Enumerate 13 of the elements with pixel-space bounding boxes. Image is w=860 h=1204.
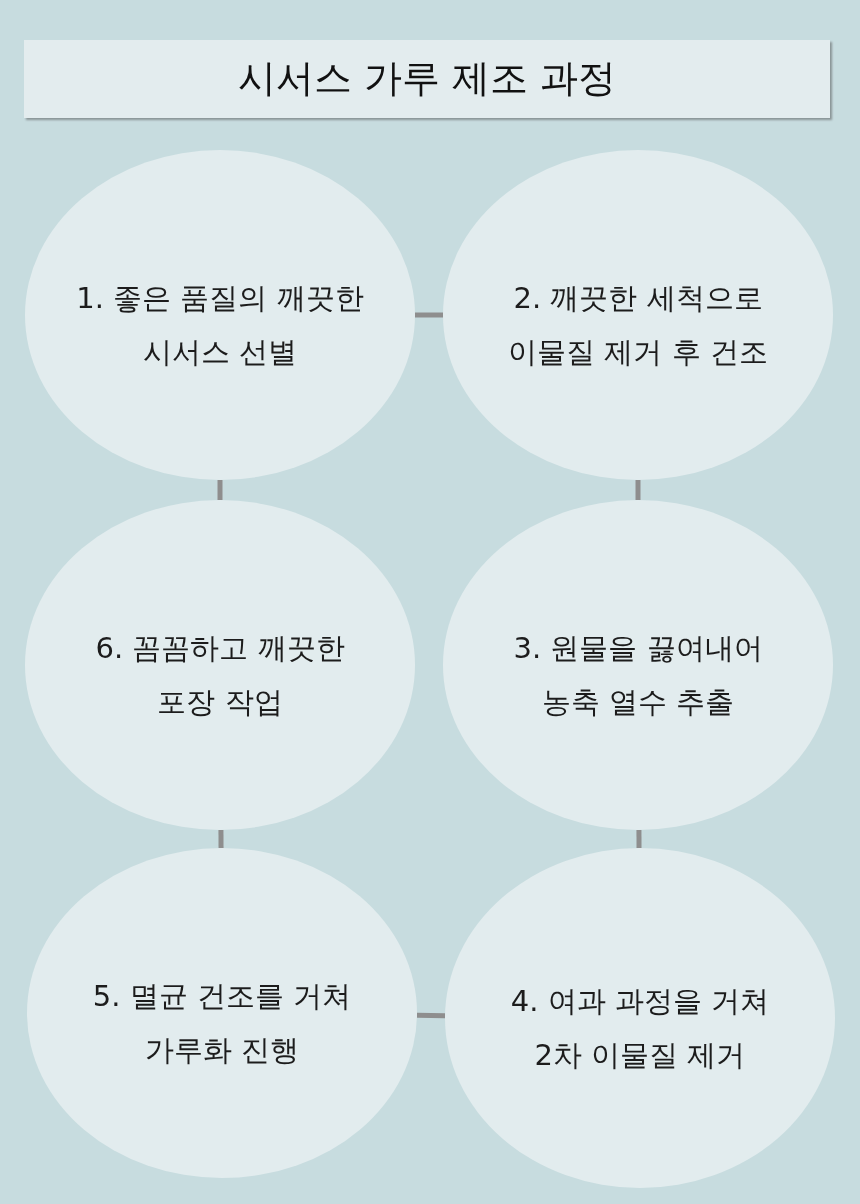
connector-line [218, 830, 224, 848]
step-label: 3. 원물을 끓여내어 농축 열수 추출 [512, 630, 764, 721]
step-label: 2. 깨끗한 세척으로 이물질 제거 후 건조 [507, 280, 769, 371]
step-label: 4. 여과 과정을 거쳐 2차 이물질 제거 [509, 983, 771, 1074]
title: 시서스 가루 제조 과정 [237, 58, 617, 100]
step-label: 5. 멸균 건조를 거쳐 가루화 진행 [91, 978, 353, 1069]
connector-line [635, 480, 641, 500]
connector-line [217, 480, 223, 500]
step-label: 6. 꼼꼼하고 깨끗한 포장 작업 [94, 630, 346, 721]
connector-line [416, 1012, 446, 1019]
step-label: 1. 좋은 품질의 깨끗한 시서스 선별 [75, 280, 365, 371]
connector-line [415, 312, 443, 318]
connector-line [636, 830, 642, 848]
